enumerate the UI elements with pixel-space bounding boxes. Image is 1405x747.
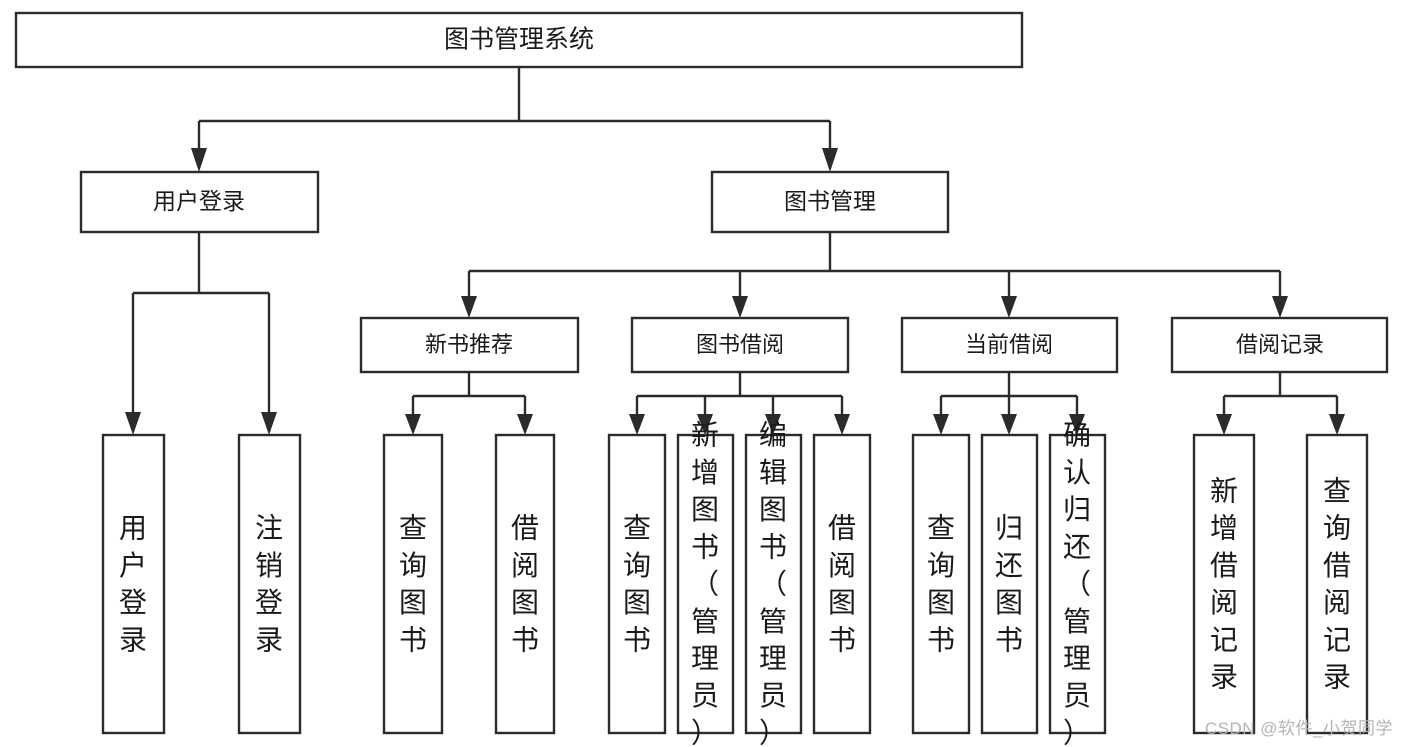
- node-new-book-recommend-box[interactable]: [359, 316, 580, 374]
- node-leaf-query-book-1-box[interactable]: [382, 433, 444, 735]
- connector-layer: [131, 67, 1339, 414]
- node-leaf-add-book-box[interactable]: [676, 433, 735, 735]
- node-leaf-return-book[interactable]: 归还图书: [980, 433, 1039, 735]
- node-new-book-recommend-label: 新书推荐: [425, 332, 513, 357]
- node-leaf-return-book-label: 归还图书: [995, 513, 1023, 656]
- arrow-to-leaf-borrow-book-2: [834, 414, 850, 435]
- node-leaf-add-record[interactable]: 新增借阅记录: [1192, 433, 1256, 735]
- node-leaf-query-book-1-label: 查询图书: [399, 513, 427, 656]
- node-leaf-query-record-box[interactable]: [1305, 433, 1369, 735]
- arrow-to-leaf-edit-book: [765, 414, 781, 435]
- arrow-to-leaf-borrow-book-1: [517, 414, 533, 435]
- node-leaf-add-record-label: 新增借阅记录: [1210, 475, 1238, 692]
- node-user-login-label: 用户登录: [153, 188, 245, 214]
- node-leaf-return-book-box[interactable]: [980, 433, 1039, 735]
- node-leaf-user-login-label: 用户登录: [119, 513, 147, 656]
- node-book-borrow-box[interactable]: [630, 316, 850, 374]
- node-leaf-edit-book-box[interactable]: [744, 433, 803, 735]
- node-book-borrow-label: 图书借阅: [696, 332, 784, 357]
- node-leaf-add-book-label: 新增图书（管理员）: [691, 420, 719, 747]
- node-leaf-user-logout-box[interactable]: [237, 433, 302, 735]
- arrow-to-user-login: [191, 148, 207, 172]
- arrow-to-leaf-add-record: [1216, 414, 1232, 435]
- node-book-manage-label: 图书管理: [784, 188, 876, 214]
- node-borrow-record-box[interactable]: [1170, 316, 1389, 374]
- node-leaf-query-book-3[interactable]: 查询图书: [911, 433, 971, 735]
- arrowhead-layer: [125, 148, 1345, 435]
- node-leaf-confirm-return[interactable]: 确认归还（管理员）: [1048, 420, 1107, 747]
- node-leaf-query-record[interactable]: 查询借阅记录: [1305, 433, 1369, 735]
- node-borrow-record[interactable]: 借阅记录: [1170, 316, 1389, 374]
- node-current-borrow-box[interactable]: [900, 316, 1119, 374]
- node-new-book-recommend[interactable]: 新书推荐: [359, 316, 580, 374]
- node-leaf-add-record-box[interactable]: [1192, 433, 1256, 735]
- node-leaf-borrow-book-1-label: 借阅图书: [511, 513, 539, 656]
- node-current-borrow-label: 当前借阅: [965, 332, 1053, 357]
- arrow-to-leaf-confirm-return: [1069, 414, 1085, 435]
- node-leaf-confirm-return-label: 确认归还（管理员）: [1063, 420, 1091, 747]
- node-leaf-query-record-label: 查询借阅记录: [1323, 475, 1351, 692]
- node-root-box[interactable]: [14, 11, 1024, 69]
- arrow-to-leaf-return-book: [1001, 414, 1017, 435]
- node-borrow-record-label: 借阅记录: [1236, 332, 1324, 357]
- node-leaf-add-book[interactable]: 新增图书（管理员）: [676, 420, 735, 747]
- node-root[interactable]: 图书管理系统: [14, 11, 1024, 69]
- node-leaf-user-logout[interactable]: 注销登录: [237, 433, 302, 735]
- arrow-to-leaf-query-record: [1329, 414, 1345, 435]
- arrow-to-leaf-query-book-3: [933, 414, 949, 435]
- node-leaf-edit-book[interactable]: 编辑图书（管理员）: [744, 420, 803, 747]
- arrow-to-borrow-record: [1272, 296, 1288, 318]
- node-leaf-query-book-1[interactable]: 查询图书: [382, 433, 444, 735]
- node-leaf-query-book-3-box[interactable]: [911, 433, 971, 735]
- arrow-to-leaf-user-login: [125, 412, 141, 435]
- node-leaf-confirm-return-box[interactable]: [1048, 433, 1107, 735]
- node-leaf-borrow-book-2-box[interactable]: [812, 433, 872, 735]
- node-user-login[interactable]: 用户登录: [79, 170, 320, 234]
- arrow-to-current-borrow: [1001, 296, 1017, 318]
- arrow-to-leaf-add-book: [697, 414, 713, 435]
- node-leaf-edit-book-label: 编辑图书（管理员）: [759, 420, 787, 747]
- arrow-to-book-borrow: [732, 296, 748, 318]
- node-book-manage[interactable]: 图书管理: [710, 170, 950, 234]
- node-leaf-user-login[interactable]: 用户登录: [101, 433, 166, 735]
- arrow-to-leaf-query-book-2: [629, 414, 645, 435]
- arrow-to-book-manage: [822, 148, 838, 172]
- node-leaf-borrow-book-2[interactable]: 借阅图书: [812, 433, 872, 735]
- node-leaf-user-login-box[interactable]: [101, 433, 166, 735]
- arrow-to-new-book-recommend: [461, 296, 477, 318]
- arrow-to-leaf-query-book-1: [405, 414, 421, 435]
- node-leaf-query-book-3-label: 查询图书: [927, 513, 955, 656]
- node-leaf-query-book-2-label: 查询图书: [623, 513, 651, 656]
- node-leaf-borrow-book-2-label: 借阅图书: [828, 513, 856, 656]
- node-user-login-box[interactable]: [79, 170, 320, 234]
- node-leaf-borrow-book-1[interactable]: 借阅图书: [494, 433, 556, 735]
- node-book-borrow[interactable]: 图书借阅: [630, 316, 850, 374]
- node-leaf-user-logout-label: 注销登录: [255, 513, 283, 656]
- node-current-borrow[interactable]: 当前借阅: [900, 316, 1119, 374]
- node-leaf-query-book-2-box[interactable]: [607, 433, 667, 735]
- node-leaf-borrow-book-1-box[interactable]: [494, 433, 556, 735]
- node-leaf-query-book-2[interactable]: 查询图书: [607, 433, 667, 735]
- node-book-manage-box[interactable]: [710, 170, 950, 234]
- node-root-label: 图书管理系统: [444, 26, 594, 54]
- arrow-to-leaf-user-logout: [261, 412, 277, 435]
